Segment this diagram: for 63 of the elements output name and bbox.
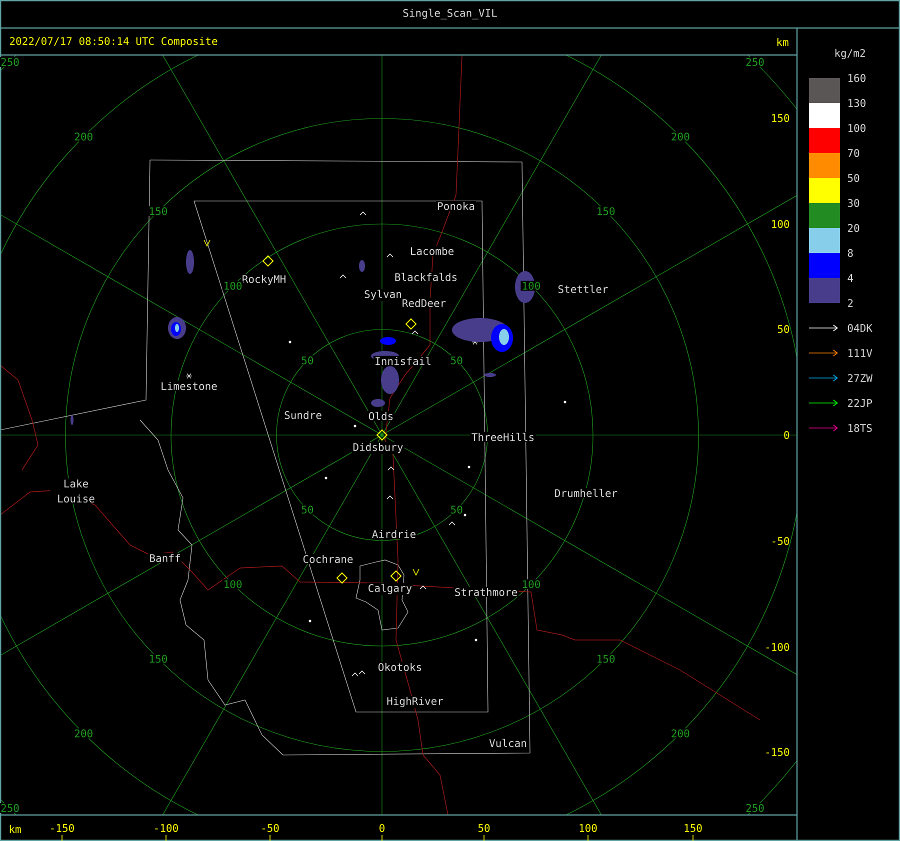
town-label: Lake Louise xyxy=(50,478,102,504)
town-label: Innisfail xyxy=(374,356,432,366)
legend-label: 100 xyxy=(848,124,866,132)
axis-tick-label: 50 xyxy=(478,824,490,832)
town-label: HighRiver xyxy=(386,696,444,708)
range-ring-label: 250 xyxy=(0,803,20,813)
chart-title: Single_Scan_VIL xyxy=(403,8,497,20)
range-ring-label: 200 xyxy=(73,728,94,738)
axis-tick-label: -100 xyxy=(155,824,178,832)
axis-tick-label: 100 xyxy=(772,220,790,228)
axis-tick-label: -50 xyxy=(772,537,790,545)
axis-tick-label: -100 xyxy=(766,643,790,651)
range-ring-label: 100 xyxy=(520,579,542,590)
legend-label: 20 xyxy=(848,224,860,232)
range-ring-label: 250 xyxy=(744,803,766,813)
town-label: Didsbury xyxy=(352,442,404,454)
range-ring-label: 200 xyxy=(670,132,691,142)
axis-tick-label: -150 xyxy=(766,748,790,756)
legend-label: 27ZW xyxy=(848,374,872,382)
range-ring-label: 150 xyxy=(148,206,169,216)
legend-label: 160 xyxy=(848,74,866,82)
range-ring-label: 50 xyxy=(300,504,315,515)
town-label: Stettler xyxy=(556,284,610,294)
legend-label: 04DK xyxy=(848,324,872,332)
scale-value-label: 2 xyxy=(848,299,853,307)
unit-label: kg/m2 xyxy=(835,48,865,60)
range-ring-label: 250 xyxy=(744,57,766,67)
axis-tick-label: 150 xyxy=(684,824,702,832)
axis-tick-label: 0 xyxy=(380,824,384,832)
legend-label: 70 xyxy=(848,149,860,157)
range-ring-label: 100 xyxy=(520,280,542,291)
range-ring-label: 50 xyxy=(300,355,315,366)
town-label: Calgary xyxy=(366,582,414,596)
legend-label: 4 xyxy=(848,274,854,282)
axis-unit-label: km xyxy=(777,38,788,46)
legend-label: 30 xyxy=(848,199,860,207)
timestamp-label: 2022/07/17 08:50:14 UTC Composite xyxy=(10,36,218,48)
town-label: Sundre xyxy=(283,410,323,420)
axis-tick-label: 0 xyxy=(784,431,790,439)
legend-label: 111V xyxy=(848,349,872,357)
axis-tick-label: -150 xyxy=(51,824,74,832)
range-ring-label: 100 xyxy=(222,579,244,590)
legend-label: 50 xyxy=(848,174,860,182)
range-ring-label: 250 xyxy=(0,57,20,67)
legend-label: 18TS xyxy=(848,424,872,432)
legend-label: 130 xyxy=(848,99,866,107)
axis-unit-label: km xyxy=(10,825,21,833)
town-label: Vulcan xyxy=(488,738,528,748)
town-label: Limestone xyxy=(160,380,218,392)
range-ring-label: 150 xyxy=(595,206,616,216)
legend-label: 8 xyxy=(848,249,853,257)
axis-tick-label: 50 xyxy=(778,325,790,333)
legend-label: 22JP xyxy=(848,399,872,407)
range-ring-label: 200 xyxy=(73,132,94,142)
town-label: Ponoka xyxy=(436,200,476,212)
town-label: Sylvan xyxy=(363,288,403,302)
axis-tick-label: 100 xyxy=(580,824,597,832)
axis-tick-label: 150 xyxy=(772,114,790,122)
range-ring-label: 50 xyxy=(449,504,464,515)
axis-tick-label: -50 xyxy=(262,824,279,832)
town-label: Cochrane xyxy=(302,554,354,564)
range-ring-label: 150 xyxy=(148,654,169,664)
town-label: Banff xyxy=(148,552,182,564)
